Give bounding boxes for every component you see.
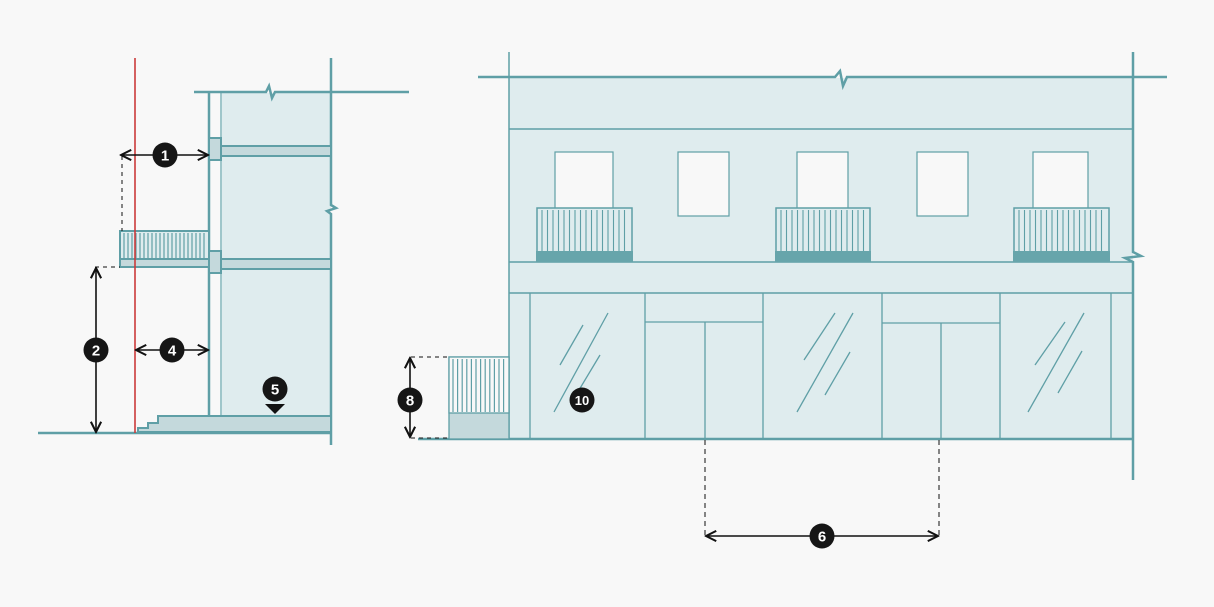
marker-6-label: 6: [818, 529, 826, 546]
triangle-down-icon: [265, 404, 285, 414]
section-view: [38, 58, 409, 445]
marker-1-label: 1: [161, 148, 169, 165]
upper-floor-slab: [219, 145, 332, 157]
marker-2: 2: [83, 337, 109, 363]
window-2: [677, 151, 730, 217]
break-symbol-icon: [478, 68, 1167, 91]
balcony-3: [1013, 207, 1110, 262]
middle-floor-slab: [219, 258, 332, 270]
marker-4-label: 4: [168, 343, 177, 360]
marker-6: 6: [809, 523, 835, 549]
marker-4: 4: [159, 337, 185, 363]
marker-5: 5: [262, 376, 288, 402]
marker-10: 10: [569, 387, 595, 413]
marker-1: 1: [152, 142, 178, 168]
section-roof-line: [194, 82, 409, 102]
window-3: [796, 151, 849, 217]
window-1: [554, 151, 614, 217]
marker-8-label: 8: [406, 393, 414, 410]
marker-5-label: 5: [271, 382, 279, 399]
boundary-fence: [448, 356, 510, 440]
balcony-2: [775, 207, 871, 262]
section-back-wall: [324, 58, 339, 445]
window-5: [1032, 151, 1089, 217]
window-4: [916, 151, 969, 217]
elevation-right-wall: [1120, 52, 1146, 480]
section-ground-base: [137, 415, 332, 433]
balcony-1: [536, 207, 633, 262]
elevation-view: [410, 52, 1167, 536]
section-wall-fill: [220, 93, 331, 415]
marker-8: 8: [397, 387, 423, 413]
marker-2-label: 2: [92, 343, 100, 360]
section-balcony: [119, 230, 210, 268]
marker-10-label: 10: [575, 393, 589, 408]
